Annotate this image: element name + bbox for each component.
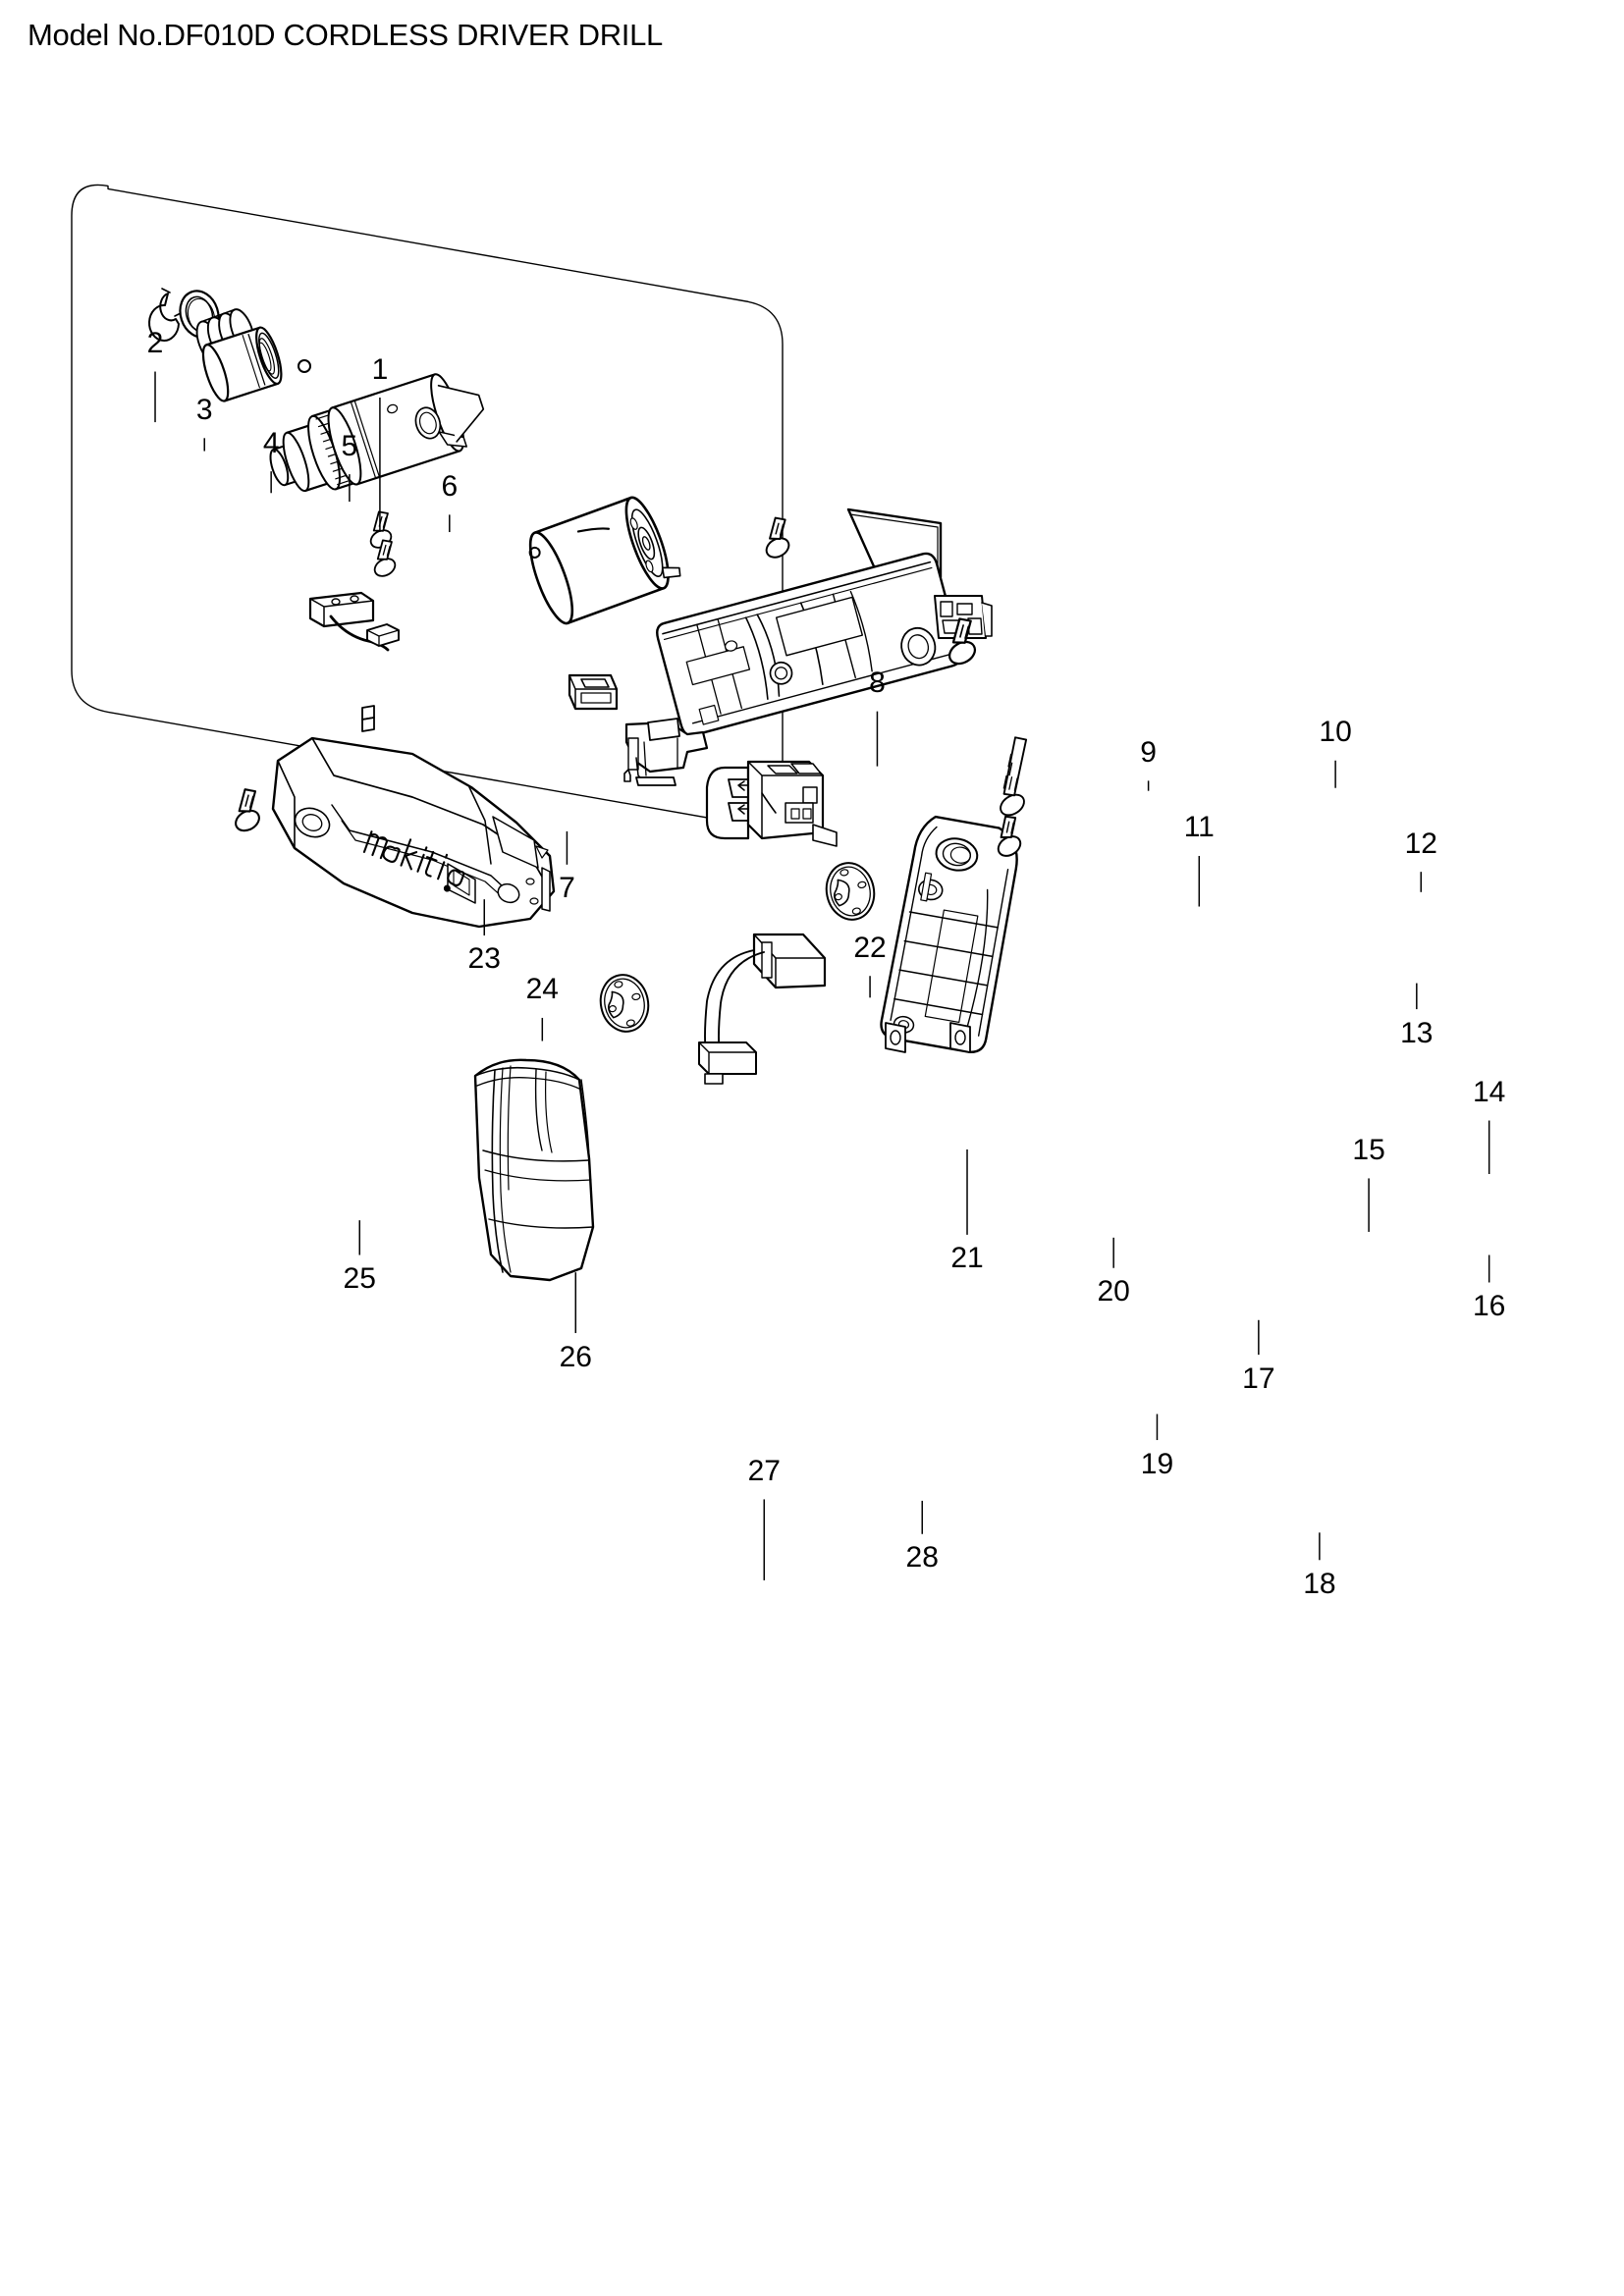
part-20-switch-assembly (705, 760, 838, 847)
part-23-controller-unit (308, 591, 400, 652)
callout-number-26: 26 (559, 1340, 592, 1373)
callout-number-25: 25 (343, 1262, 376, 1295)
callout-number-5: 5 (341, 429, 358, 462)
callout-number-16: 16 (1472, 1289, 1506, 1322)
callout-number-21: 21 (950, 1242, 984, 1275)
part-22-slide-button (568, 673, 619, 711)
part-25-tapping-screw (221, 784, 272, 836)
callout-number-19: 19 (1140, 1447, 1174, 1480)
callout-number-12: 12 (1404, 827, 1437, 860)
part-7-screw-pair (358, 507, 406, 581)
callout-number-9: 9 (1140, 735, 1157, 769)
part-9-tapping-screw (752, 512, 801, 562)
page-title: Model No.DF010D CORDLESS DRIVER DRILL (27, 18, 663, 52)
callout-number-10: 10 (1319, 716, 1352, 749)
callout-number-6: 6 (441, 469, 459, 503)
part-26-main-housing-cover (271, 736, 556, 929)
callout-number-28: 28 (905, 1541, 939, 1575)
part-8-dc-motor (528, 496, 681, 625)
part-28-rubber-gasket-ring (594, 969, 655, 1038)
callout-number-17: 17 (1242, 1362, 1275, 1395)
callout-number-3: 3 (195, 393, 213, 426)
part-21-reversing-lever (623, 718, 709, 786)
callout-number-1: 1 (371, 352, 389, 386)
callout-number-15: 15 (1352, 1133, 1385, 1166)
part-18-rubber-pad (885, 1022, 971, 1053)
callout-number-8: 8 (869, 667, 886, 700)
callout-number-14: 14 (1472, 1076, 1506, 1108)
part-5-sleeve (201, 326, 283, 402)
callout-number-18: 18 (1303, 1567, 1336, 1600)
part-11-housing-half-right (656, 552, 962, 737)
part-27-grip-cover (473, 1058, 595, 1282)
callout-leader-lines (154, 371, 1490, 1580)
callout-number-22: 22 (853, 931, 887, 964)
part-6-steel-ball (298, 359, 311, 373)
part-24-contact-terminal (361, 705, 375, 732)
gearbox-assembly-body (269, 373, 485, 493)
callout-number-13: 13 (1400, 1016, 1434, 1049)
callout-number-20: 20 (1097, 1275, 1130, 1308)
part-14-long-tapping-screw (1000, 736, 1028, 817)
callout-number-27: 27 (747, 1454, 781, 1487)
callout-number-2: 2 (146, 327, 164, 360)
callout-number-23: 23 (467, 942, 501, 976)
part-19-led-light-unit (698, 933, 827, 1085)
part-12-terminal-block (934, 595, 993, 639)
makita-logo (362, 830, 465, 892)
callout-number-11: 11 (1183, 811, 1215, 844)
callout-number-24: 24 (525, 973, 559, 1006)
callout-number-7: 7 (559, 872, 575, 905)
part-17-rubber-gasket-ring (820, 857, 881, 926)
callout-number-4: 4 (262, 426, 280, 459)
